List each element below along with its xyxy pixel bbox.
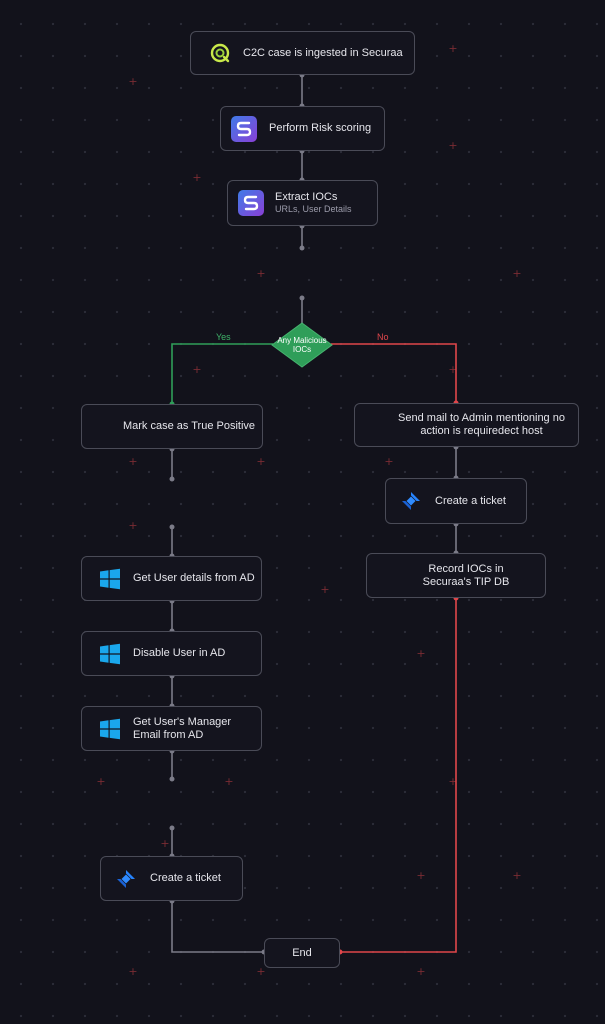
grid-plus-marker: + [192, 171, 202, 184]
decision-label: Any Malicious IOCs [277, 336, 327, 354]
ingest-case-node[interactable]: C2C case is ingested in Securaa [190, 31, 415, 75]
windows-icon [100, 718, 120, 739]
risk-scoring-node[interactable]: Perform Risk scoring [220, 106, 385, 151]
create-ticket-right-node[interactable]: Create a ticket [385, 478, 527, 524]
record-to-end-connector [340, 598, 457, 953]
get-user-details-label: Get User details from AD [133, 572, 255, 584]
grid-plus-marker: + [128, 455, 138, 468]
get-manager-email-label: Get User's Manager Email from AD [133, 715, 232, 741]
yes-branch-connector [171, 343, 273, 404]
create-ticket-right-label: Create a ticket [435, 494, 506, 507]
grid-plus-marker: + [512, 267, 522, 280]
grid-plus-marker: + [96, 775, 106, 788]
grid-plus-marker: + [416, 965, 426, 978]
yes-branch-label: Yes [216, 332, 231, 342]
grid-plus-marker: + [128, 75, 138, 88]
record-iocs-node[interactable]: Record IOCs in Securaa's TIP DB [366, 553, 546, 598]
end-node[interactable]: End [264, 938, 340, 968]
mark-true-positive-node[interactable]: Mark case as True Positive [81, 404, 263, 449]
record-iocs-label: Record IOCs in Securaa's TIP DB [422, 562, 510, 588]
extract-iocs-sublabel: URLs, User Details [275, 204, 352, 214]
grid-plus-marker: + [416, 869, 426, 882]
windows-icon [100, 643, 120, 664]
ingest-case-label: C2C case is ingested in Securaa [243, 46, 403, 59]
grid-plus-marker: + [128, 965, 138, 978]
grid-plus-marker: + [160, 837, 170, 850]
no-branch-label: No [377, 332, 389, 342]
connector-ticket-left-end [171, 901, 264, 953]
grid-plus-marker: + [448, 775, 458, 788]
extract-iocs-node[interactable]: Extract IOCs URLs, User Details [227, 180, 378, 226]
grid-plus-marker: + [224, 775, 234, 788]
extract-iocs-label: Extract IOCs [275, 191, 338, 203]
jira-icon [117, 869, 135, 888]
grid-plus-marker: + [416, 647, 426, 660]
grid-plus-marker: + [256, 267, 266, 280]
securaa-logo-icon [231, 115, 257, 142]
grid-plus-marker: + [320, 583, 330, 596]
securaa-logo-icon [238, 190, 264, 216]
windows-icon [100, 568, 120, 589]
send-mail-node[interactable]: Send mail to Admin mentioning no action … [354, 403, 579, 447]
grid-plus-marker: + [448, 42, 458, 55]
get-manager-email-node[interactable]: Get User's Manager Email from AD [81, 706, 262, 751]
grid-plus-marker: + [512, 869, 522, 882]
grid-plus-marker: + [384, 455, 394, 468]
grid-plus-marker: + [256, 455, 266, 468]
end-label: End [292, 946, 312, 959]
q-logo-icon [210, 43, 230, 63]
grid-plus-marker: + [256, 965, 266, 978]
grid-plus-marker: + [128, 519, 138, 532]
create-ticket-left-node[interactable]: Create a ticket [100, 856, 243, 901]
grid-plus-marker: + [448, 363, 458, 376]
jira-icon [402, 492, 420, 510]
grid-plus-marker: + [448, 139, 458, 152]
get-user-details-node[interactable]: Get User details from AD [81, 556, 262, 601]
disable-user-node[interactable]: Disable User in AD [81, 631, 262, 676]
no-branch-connector [331, 343, 457, 403]
decision-diamond [271, 322, 333, 368]
send-mail-label: Send mail to Admin mentioning no action … [398, 412, 565, 437]
risk-scoring-label: Perform Risk scoring [269, 122, 372, 134]
mark-true-positive-label: Mark case as True Positive [122, 420, 256, 432]
grid-plus-marker: + [192, 363, 202, 376]
create-ticket-left-label: Create a ticket [150, 872, 221, 884]
disable-user-label: Disable User in AD [133, 647, 226, 659]
